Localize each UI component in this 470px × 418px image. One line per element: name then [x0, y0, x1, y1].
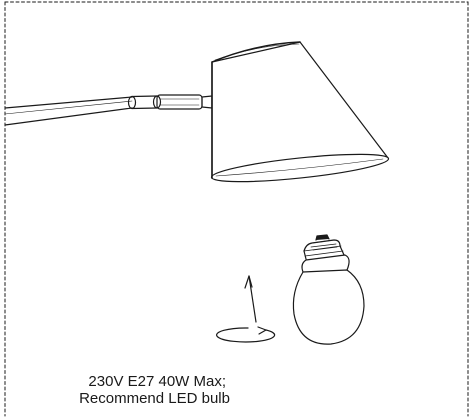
lamp-shade [210, 41, 390, 183]
spec-line-2: Recommend LED bulb [79, 390, 230, 407]
up-arrow-icon [244, 275, 257, 323]
spec-line-1: 230V E27 40W Max; [88, 373, 226, 390]
bulb-icon [292, 234, 365, 345]
bulb-spec-text: 230V E27 40W Max; Recommend LED bulb [10, 373, 230, 407]
lamp-joint [156, 94, 213, 110]
lamp-arm [4, 95, 162, 126]
dashed-border [4, 1, 469, 417]
rotate-arrow-icon [216, 326, 276, 343]
